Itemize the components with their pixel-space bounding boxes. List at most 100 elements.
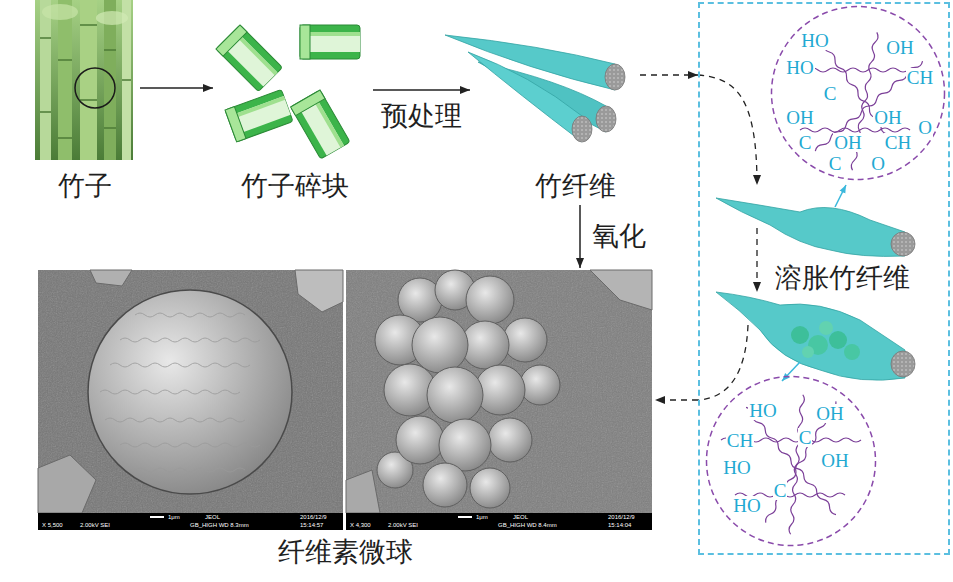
bamboo-fibers bbox=[572, 116, 592, 142]
sem-micrograph bbox=[375, 270, 560, 508]
sem-micrograph bbox=[466, 276, 514, 324]
chemical-group-label: CH bbox=[906, 68, 934, 87]
chemical-group-label: OH bbox=[820, 451, 849, 470]
sem-micrograph bbox=[110, 363, 250, 367]
chemical-group-label: OH bbox=[873, 108, 902, 127]
swollen-fiber bbox=[716, 198, 915, 380]
circle-outline bbox=[772, 7, 945, 180]
sem-micrograph bbox=[470, 468, 510, 508]
sem-info-text: 2.00kV SEI bbox=[80, 522, 110, 528]
chemical-group-label: C bbox=[798, 133, 813, 152]
bamboo-chunks bbox=[300, 25, 360, 59]
bamboo-photo bbox=[80, 0, 97, 160]
chemical-group-label: C bbox=[823, 84, 838, 103]
chemical-group-label: O bbox=[870, 154, 886, 173]
bamboo-fibers bbox=[605, 64, 625, 90]
bamboo-chunks bbox=[237, 96, 291, 132]
sem-micrograph bbox=[120, 338, 260, 342]
bamboo-photo bbox=[58, 0, 72, 160]
sem-micrograph bbox=[520, 365, 560, 405]
chemical-group-label: OH bbox=[815, 404, 844, 423]
sem-micrograph bbox=[346, 270, 652, 530]
sem-micrograph bbox=[38, 513, 343, 530]
swollen-fiber bbox=[819, 321, 833, 335]
sem-micrograph bbox=[105, 418, 245, 422]
chemical-group-label: OH bbox=[885, 38, 914, 57]
chemical-group-label: HO bbox=[785, 58, 814, 77]
sem-info-text: 2.00kV SEI bbox=[388, 522, 418, 528]
bamboo-fiber-node: 竹纤维 bbox=[470, 25, 640, 205]
bamboo-photo bbox=[122, 0, 131, 160]
node-caption: 纤维素微球 bbox=[278, 538, 413, 568]
swollen-fiber bbox=[802, 346, 814, 358]
circle-outline bbox=[707, 377, 876, 546]
bamboo-photo bbox=[122, 79, 131, 81]
leader-line bbox=[782, 362, 800, 381]
bamboo-photo bbox=[40, 0, 51, 160]
dashed-panel: 溶胀竹纤维HOOHHOCHCOHOHOCOHCHCOHOOHCHCHOOHCHO bbox=[698, 2, 950, 555]
sem-micrograph bbox=[135, 313, 245, 317]
bamboo-photo bbox=[80, 99, 97, 101]
sem-info-text: 1μm bbox=[476, 514, 488, 520]
sem-micrograph bbox=[458, 516, 472, 518]
chemical-group-label: CH bbox=[884, 133, 912, 152]
chemical-group-label: O bbox=[917, 118, 933, 137]
bamboo-photo bbox=[58, 59, 72, 61]
sem-micrograph bbox=[346, 513, 652, 530]
chemical-group-label: OH bbox=[833, 133, 862, 152]
process-arrow bbox=[140, 87, 213, 89]
sem-micrograph bbox=[590, 270, 652, 310]
bamboo-photo bbox=[104, 127, 116, 129]
bamboo-fibers bbox=[445, 35, 625, 142]
bamboo-fibers bbox=[468, 52, 582, 142]
dashed-flow-arrow bbox=[655, 399, 698, 400]
sem-micrograph bbox=[346, 270, 652, 530]
sem-info-text: JEOL bbox=[513, 514, 528, 520]
sem-micrograph bbox=[427, 367, 483, 423]
swollen-fiber bbox=[716, 292, 905, 380]
sem-micrograph bbox=[346, 270, 652, 513]
bamboo-chunks bbox=[225, 107, 246, 142]
leader-line bbox=[835, 185, 846, 207]
cellulose-chain bbox=[789, 395, 805, 535]
chemical-group-label: HO bbox=[722, 458, 751, 477]
chemical-group-label: C bbox=[798, 428, 813, 447]
sem-micrograph bbox=[423, 463, 467, 507]
sem-micrograph bbox=[38, 455, 96, 513]
swollen-fiber bbox=[844, 344, 860, 360]
sem-micrograph bbox=[38, 270, 343, 530]
sem-info-text: GB_HIGH WD 8.3mm bbox=[190, 522, 249, 528]
bamboo-photo bbox=[35, 0, 133, 160]
sem-micrograph bbox=[38, 270, 343, 513]
bamboo-chunks bbox=[225, 89, 293, 141]
sem-info-text: 2016/12/9 bbox=[608, 514, 635, 520]
swollen-fiber bbox=[891, 351, 915, 377]
bamboo-fibers bbox=[596, 106, 616, 132]
bamboo-chunks bbox=[300, 25, 310, 59]
bamboo-chunks-node: 竹子碎块 bbox=[213, 10, 373, 205]
bamboo-chunks bbox=[310, 32, 360, 52]
chemical-group-label: HO bbox=[732, 496, 761, 515]
sem-micrograph bbox=[412, 317, 468, 373]
sem-micrograph bbox=[135, 468, 245, 472]
circle-outline bbox=[770, 5, 946, 181]
sem-info-text: 15:14:57 bbox=[300, 522, 323, 528]
swollen-fiber bbox=[829, 331, 847, 349]
sem-info-text: JEOL bbox=[205, 514, 220, 520]
bamboo-photo bbox=[58, 137, 72, 139]
molecule-circle: HOOHHOCHCOHOHOCOHCHCO bbox=[770, 5, 946, 181]
bamboo-photo bbox=[40, 25, 131, 138]
sem-micrograph bbox=[150, 516, 164, 518]
cellulose-chain bbox=[800, 128, 910, 132]
sem-micrograph bbox=[503, 318, 547, 362]
bamboo-chunks bbox=[225, 89, 293, 141]
edge-label: 预处理 bbox=[379, 102, 464, 132]
bamboo-chunks bbox=[315, 102, 343, 147]
node-caption: 溶胀竹纤维 bbox=[775, 264, 910, 294]
sem-micrograph bbox=[90, 270, 132, 286]
bamboo-chunks bbox=[237, 96, 285, 117]
sem-micrograph bbox=[38, 270, 343, 530]
chemical-group-label: CH bbox=[726, 431, 754, 450]
sem-micrograph bbox=[100, 390, 240, 394]
